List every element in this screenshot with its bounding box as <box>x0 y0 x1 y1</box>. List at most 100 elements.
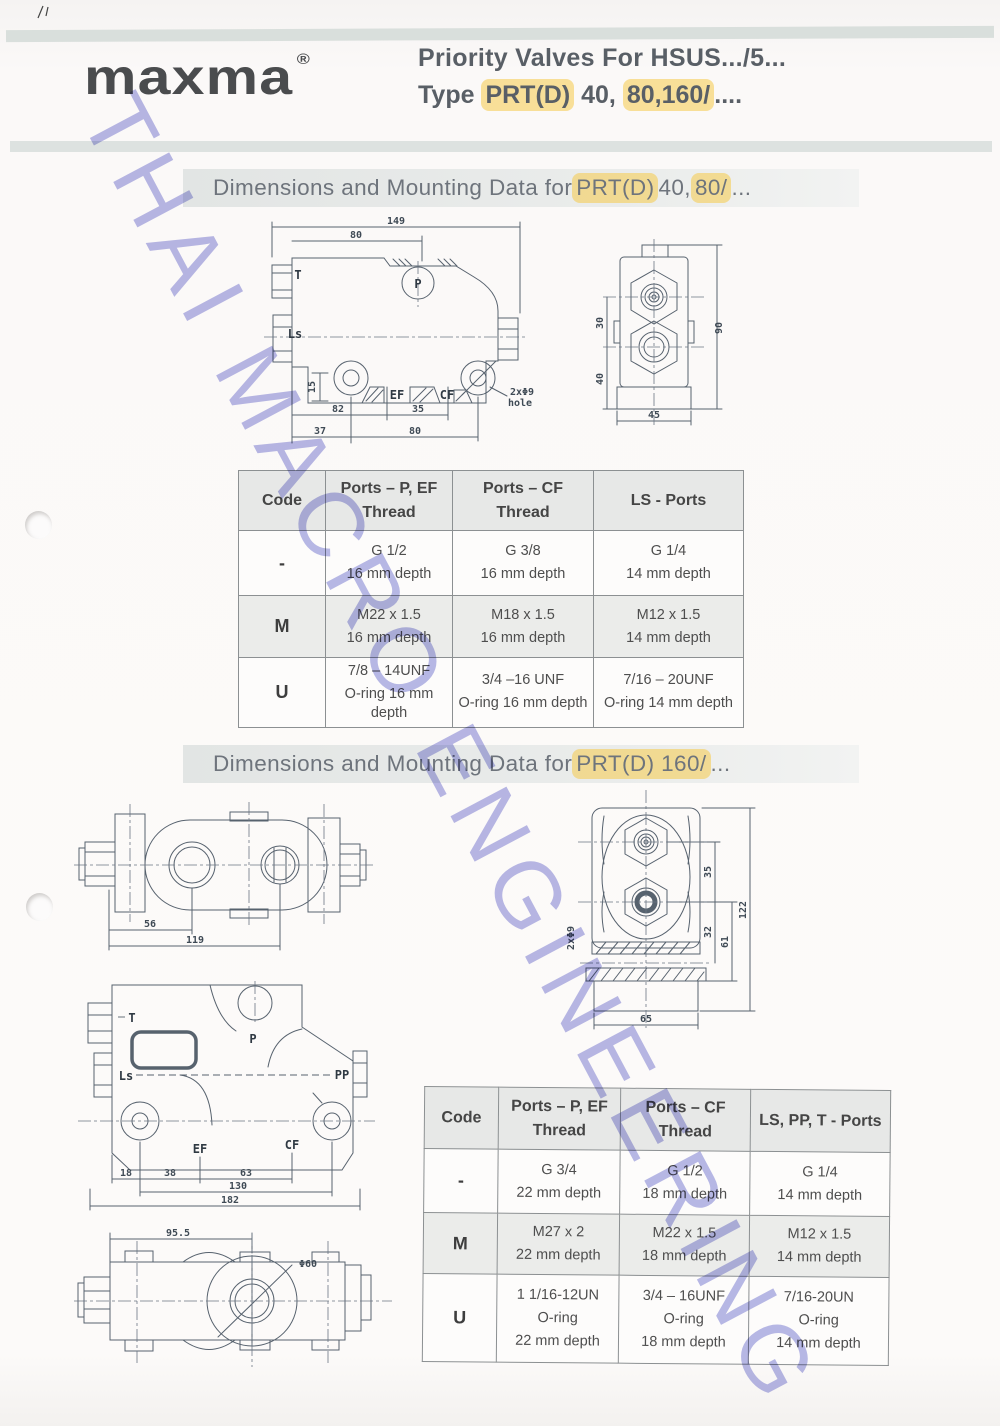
cell-line: O-ring <box>537 1310 578 1327</box>
text-run: .... <box>714 81 743 109</box>
title-line-1: Priority Valves For HSUS.../5... <box>418 44 787 72</box>
header-line: Thread <box>496 503 550 521</box>
cell-line: M18 x 1.5 <box>491 606 555 623</box>
cell-line: M12 x 1.5 <box>636 606 701 623</box>
drawing-side-view-prt160: T Ls P PP EF CF 18 38 63 130 182 <box>78 981 375 1211</box>
drawing-top-view-prt160: 56 119 <box>74 802 375 951</box>
cell-line: 1 1/16-12UN <box>516 1287 600 1304</box>
code-cell: U <box>422 1273 498 1363</box>
top-divider-band <box>5 25 995 43</box>
column-header: Ports – CF Thread <box>452 470 594 531</box>
cell-line: 7/8 – 14UNF <box>347 663 431 679</box>
cell-line: M27 x 2 <box>532 1224 585 1241</box>
cell-line: 18 mm depth <box>641 1333 726 1351</box>
dim-label: 38 <box>164 1168 176 1179</box>
cell-line: 14 mm depth <box>626 566 711 582</box>
table-cell: M12 x 1.5 14 mm depth <box>593 595 744 658</box>
hole-note: 2xΦ9 <box>510 387 534 398</box>
drawing-side-view-prt40-80: 149 80 15 82 35 37 80 T Ls P EF CF 2xΦ9 … <box>264 216 534 444</box>
port-label-pp: PP <box>335 1068 349 1082</box>
cell-line: 18 mm depth <box>641 1247 727 1265</box>
port-label-ls: Ls <box>288 327 302 341</box>
port-label-cf: CF <box>440 388 454 402</box>
brand-text: maxma <box>84 49 294 105</box>
dim-label: 80 <box>350 230 362 241</box>
cell-line: G 1/4 <box>650 543 687 560</box>
header-line: Code <box>262 491 302 509</box>
table-cell: M22 x 1.5 18 mm depth <box>619 1214 750 1277</box>
header-line: Ports – CF <box>645 1099 726 1117</box>
yellow-highlight: PRT(D) 160/ <box>572 749 711 779</box>
cell-line: G 1/2 <box>371 543 407 560</box>
header-line: Ports – P, EF <box>511 1098 608 1116</box>
code-cell: - <box>238 530 326 596</box>
table-cell: G 3/4 22 mm depth <box>497 1149 621 1215</box>
column-header: Ports – CF Thread <box>620 1088 751 1152</box>
dim-label: 15 <box>307 381 318 393</box>
table-cell: M18 x 1.5 16 mm depth <box>452 595 594 658</box>
cell-line: 16 mm depth <box>346 566 432 582</box>
column-header: LS, PP, T - Ports <box>750 1089 891 1153</box>
header-line: Thread <box>532 1121 587 1139</box>
header-line: Thread <box>658 1122 713 1140</box>
table-cell: 1 1/16-12UN O-ring 22 mm depth <box>496 1274 620 1364</box>
cell-line: 7/16-20UN <box>783 1289 855 1306</box>
port-label-ls: Ls <box>119 1069 133 1083</box>
text-run: ... <box>710 751 731 776</box>
cell-line: 16 mm depth <box>346 629 432 646</box>
dim-label: 32 <box>703 926 714 938</box>
code-cell: - <box>423 1148 499 1214</box>
pen-mark <box>37 5 49 19</box>
dim-label: 119 <box>186 935 204 946</box>
cell-line: M22 x 1.5 <box>652 1225 717 1242</box>
column-header: LS - Ports <box>593 470 744 531</box>
dim-label: 65 <box>640 1014 652 1025</box>
cell-line: G 3/4 <box>541 1161 577 1178</box>
cell-line: 3/4 –16 UNF <box>481 672 565 689</box>
dim-label: 45 <box>648 410 660 421</box>
drawing-bottom-view-prt160: 95.5 Φ60 <box>74 1228 392 1367</box>
cell-line: 14 mm depth <box>777 1186 863 1204</box>
registered-mark: ® <box>296 51 312 68</box>
port-label-p: P <box>414 277 421 291</box>
column-header: Ports – P, EF Thread <box>498 1087 621 1151</box>
cell-line: O-ring 16 mm depth <box>344 685 434 721</box>
cell-line: 14 mm depth <box>776 1334 861 1352</box>
cell-line: 16 mm depth <box>480 629 566 646</box>
dim-label: 80 <box>409 426 421 437</box>
code-cell: U <box>238 657 326 728</box>
code-cell: M <box>238 595 326 658</box>
table-row: U 7/8 – 14UNF O-ring 16 mm depth 3/4 –16 UN… <box>238 657 744 728</box>
drawing-end-view-prt160: 2xΦ9 35 32 61 122 65 <box>566 790 756 1030</box>
yellow-highlight: PRT(D) <box>572 173 659 203</box>
cell-line: 22 mm depth <box>515 1332 600 1350</box>
cell-line: 3/4 – 16UNF <box>642 1288 726 1305</box>
cell-line: 14 mm depth <box>776 1249 862 1266</box>
cell-line: O-ring <box>798 1312 839 1329</box>
port-label-t: T <box>294 268 301 282</box>
document-title: Priority Valves For HSUS.../5... Type PR… <box>418 44 787 111</box>
dim-label: 37 <box>314 426 326 437</box>
header-line: Ports – CF <box>482 480 563 498</box>
cell-line: G 1/2 <box>667 1162 703 1180</box>
cell-line: 22 mm depth <box>516 1184 602 1202</box>
table-cell: 7/8 – 14UNF O-ring 16 mm depth <box>325 657 453 728</box>
cell-line: G 1/4 <box>802 1163 838 1181</box>
table-cell: 7/16-20UN O-ring 14 mm depth <box>748 1276 890 1366</box>
cell-line: 14 mm depth <box>626 629 711 646</box>
table-cell: G 1/2 16 mm depth <box>325 530 453 596</box>
title-line-2: Type PRT(D) 40, 80,160/.... <box>418 79 786 111</box>
section-heading-160: Dimensions and Mounting Data for PRT(D) … <box>183 745 859 783</box>
yellow-highlight: 80/ <box>690 173 732 203</box>
code-column-header: Code <box>238 470 326 531</box>
dim-label: 40 <box>595 373 606 385</box>
header-line: Thread <box>362 503 416 521</box>
